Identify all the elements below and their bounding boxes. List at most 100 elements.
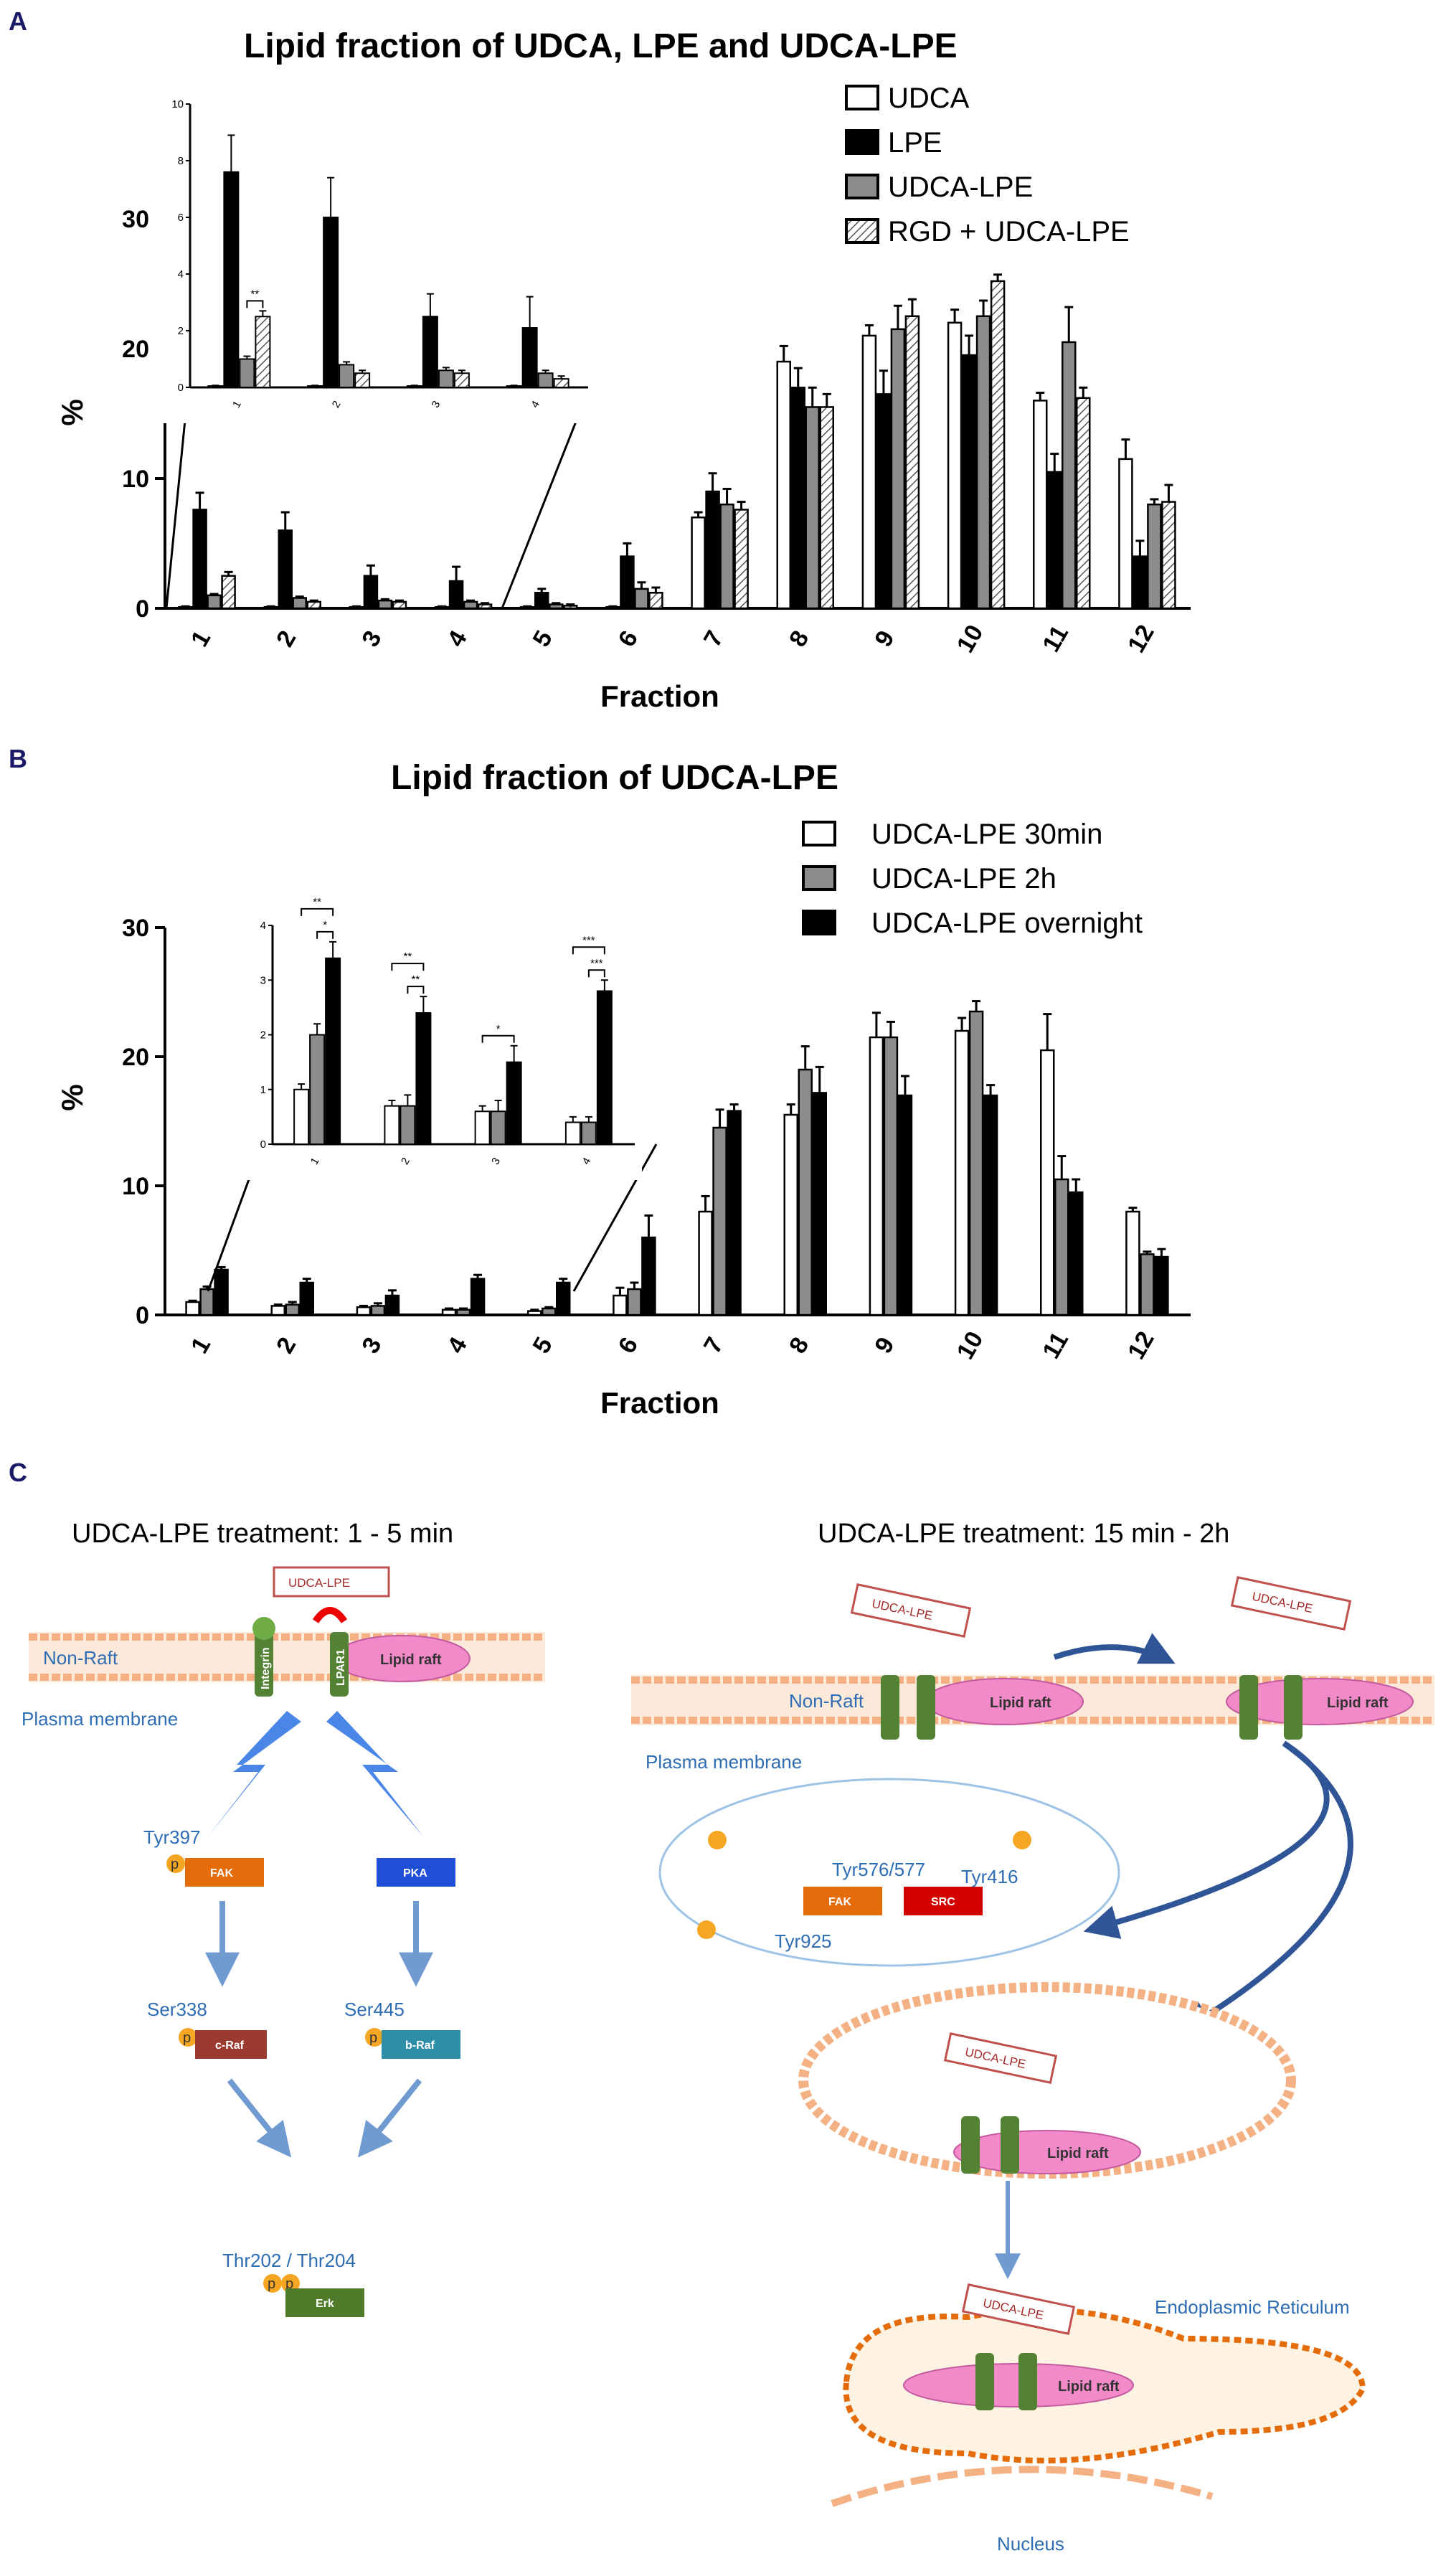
lpar1-label: LPAR1 (335, 1649, 347, 1686)
inset-bar (309, 1034, 326, 1145)
bar (556, 1281, 571, 1316)
x-tick-label: 2 (271, 1333, 301, 1358)
bar (1154, 1255, 1169, 1316)
significance-label: ** (313, 896, 321, 908)
bar (384, 1294, 400, 1316)
chart-b-legend: UDCA-LPE 30min UDCA-LPE 2h UDCA-LPE over… (802, 819, 1143, 939)
nucleus-envelope (831, 2466, 1214, 2507)
fak-label: FAK (210, 1867, 233, 1880)
panel-c: C UDCA-LPE treatment: 1 - 5 min UDCA-LPE… (9, 1458, 1434, 2555)
inset-y-tick-label: 4 (260, 920, 266, 932)
erk-box (285, 2288, 364, 2317)
chart-a-title: Lipid fraction of UDCA, LPE and UDCA-LPE (244, 27, 958, 65)
pka-box (377, 1858, 455, 1887)
y-tick-label: 30 (122, 206, 149, 233)
legend-label-30min: UDCA-LPE 30min (871, 819, 1102, 850)
udca-lpe-molecule (312, 1607, 348, 1623)
inset-bar (406, 385, 422, 389)
bar (1054, 1178, 1069, 1316)
inset-y-tick-label: 10 (171, 98, 184, 110)
inset-bar (223, 171, 240, 389)
y-tick-label: 0 (136, 595, 149, 623)
inset-bar (596, 990, 613, 1145)
legend-swatch-udca-lpe (845, 174, 879, 199)
x-tick-label: 9 (869, 626, 899, 651)
bar (356, 1306, 372, 1316)
inset-bar (400, 1105, 416, 1145)
y-tick-label: 10 (122, 466, 149, 493)
bar (904, 315, 920, 610)
nucleus-label: Nucleus (997, 2533, 1064, 2555)
significance-bracket (301, 907, 334, 916)
bar (812, 1092, 827, 1316)
bar (620, 555, 635, 610)
left-membrane: Non-Raft Lipid raft Integrin LPAR1 Plasm… (22, 1617, 545, 1730)
bar (292, 597, 307, 610)
bar (876, 393, 892, 610)
inset-bar (490, 1110, 506, 1145)
panel-label-b: B (9, 744, 27, 773)
legend-label-2h: UDCA-LPE 2h (871, 863, 1056, 895)
zoom-line (501, 390, 590, 609)
integrin-receptor (255, 1632, 273, 1697)
legend-label-rgd: RGD + UDCA-LPE (888, 216, 1130, 247)
x-tick-label: 12 (1122, 621, 1160, 658)
left-diagram-title: UDCA-LPE treatment: 1 - 5 min (72, 1519, 453, 1549)
bar (1125, 1210, 1140, 1316)
bar (861, 334, 877, 610)
bar (1147, 503, 1162, 610)
inset-bar (506, 1061, 522, 1145)
bar (968, 1010, 984, 1316)
tyr397-label: Tyr397 (143, 1826, 201, 1848)
phospho-braf (365, 2028, 384, 2047)
bar (648, 592, 663, 610)
bar (463, 600, 478, 610)
right-diagram-title: UDCA-LPE treatment: 15 min - 2h (818, 1519, 1229, 1549)
craf-label: c-Raf (215, 2039, 245, 2052)
bar (990, 280, 1006, 610)
x-tick-label: 6 (613, 626, 643, 651)
y-tick-label: 20 (122, 336, 149, 363)
inset-bar (384, 1105, 400, 1145)
svg-text:p: p (285, 2276, 293, 2292)
panel-label-c: C (9, 1458, 27, 1487)
x-tick-label: 7 (699, 626, 729, 651)
svg-text:Lipid raft: Lipid raft (1327, 1695, 1389, 1711)
bar (613, 1294, 628, 1316)
y-tick-label: 10 (122, 1173, 149, 1200)
bar (783, 1113, 798, 1316)
bar (634, 588, 649, 610)
bar (869, 1036, 884, 1316)
significance-bracket (246, 300, 264, 308)
bar (790, 387, 805, 610)
bar (527, 1310, 542, 1316)
chart-b-xlabel: Fraction (600, 1386, 719, 1420)
x-tick-label: 2 (271, 626, 301, 651)
non-raft-label: Non-Raft (43, 1647, 118, 1669)
chart-a-xlabel: Fraction (600, 679, 719, 713)
phospho-fak (166, 1854, 185, 1873)
inset-bar (506, 385, 522, 389)
x-tick-label: 9 (869, 1333, 899, 1358)
significance-label: *** (590, 957, 603, 969)
udca-lpe-label-left: UDCA-LPE (288, 1576, 350, 1590)
x-tick-label: 5 (528, 626, 558, 651)
bar (1118, 458, 1133, 610)
legend-swatch-overnight (802, 910, 836, 935)
pka-label: PKA (403, 1867, 427, 1880)
x-tick-label: 11 (1037, 1327, 1074, 1363)
ser338-label: Ser338 (147, 1999, 207, 2020)
inset-bar (323, 217, 339, 388)
chart-a-ylabel: % (55, 399, 89, 425)
bar (192, 509, 207, 610)
legend-swatch-lpe (845, 129, 879, 155)
inset-bar (422, 316, 438, 388)
bar (1040, 1049, 1055, 1316)
significance-bracket (587, 969, 605, 978)
bar (306, 600, 321, 610)
bar (199, 1288, 214, 1316)
svg-text:Lipid raft: Lipid raft (990, 1695, 1051, 1711)
bar (947, 321, 963, 610)
bar (698, 1210, 713, 1316)
